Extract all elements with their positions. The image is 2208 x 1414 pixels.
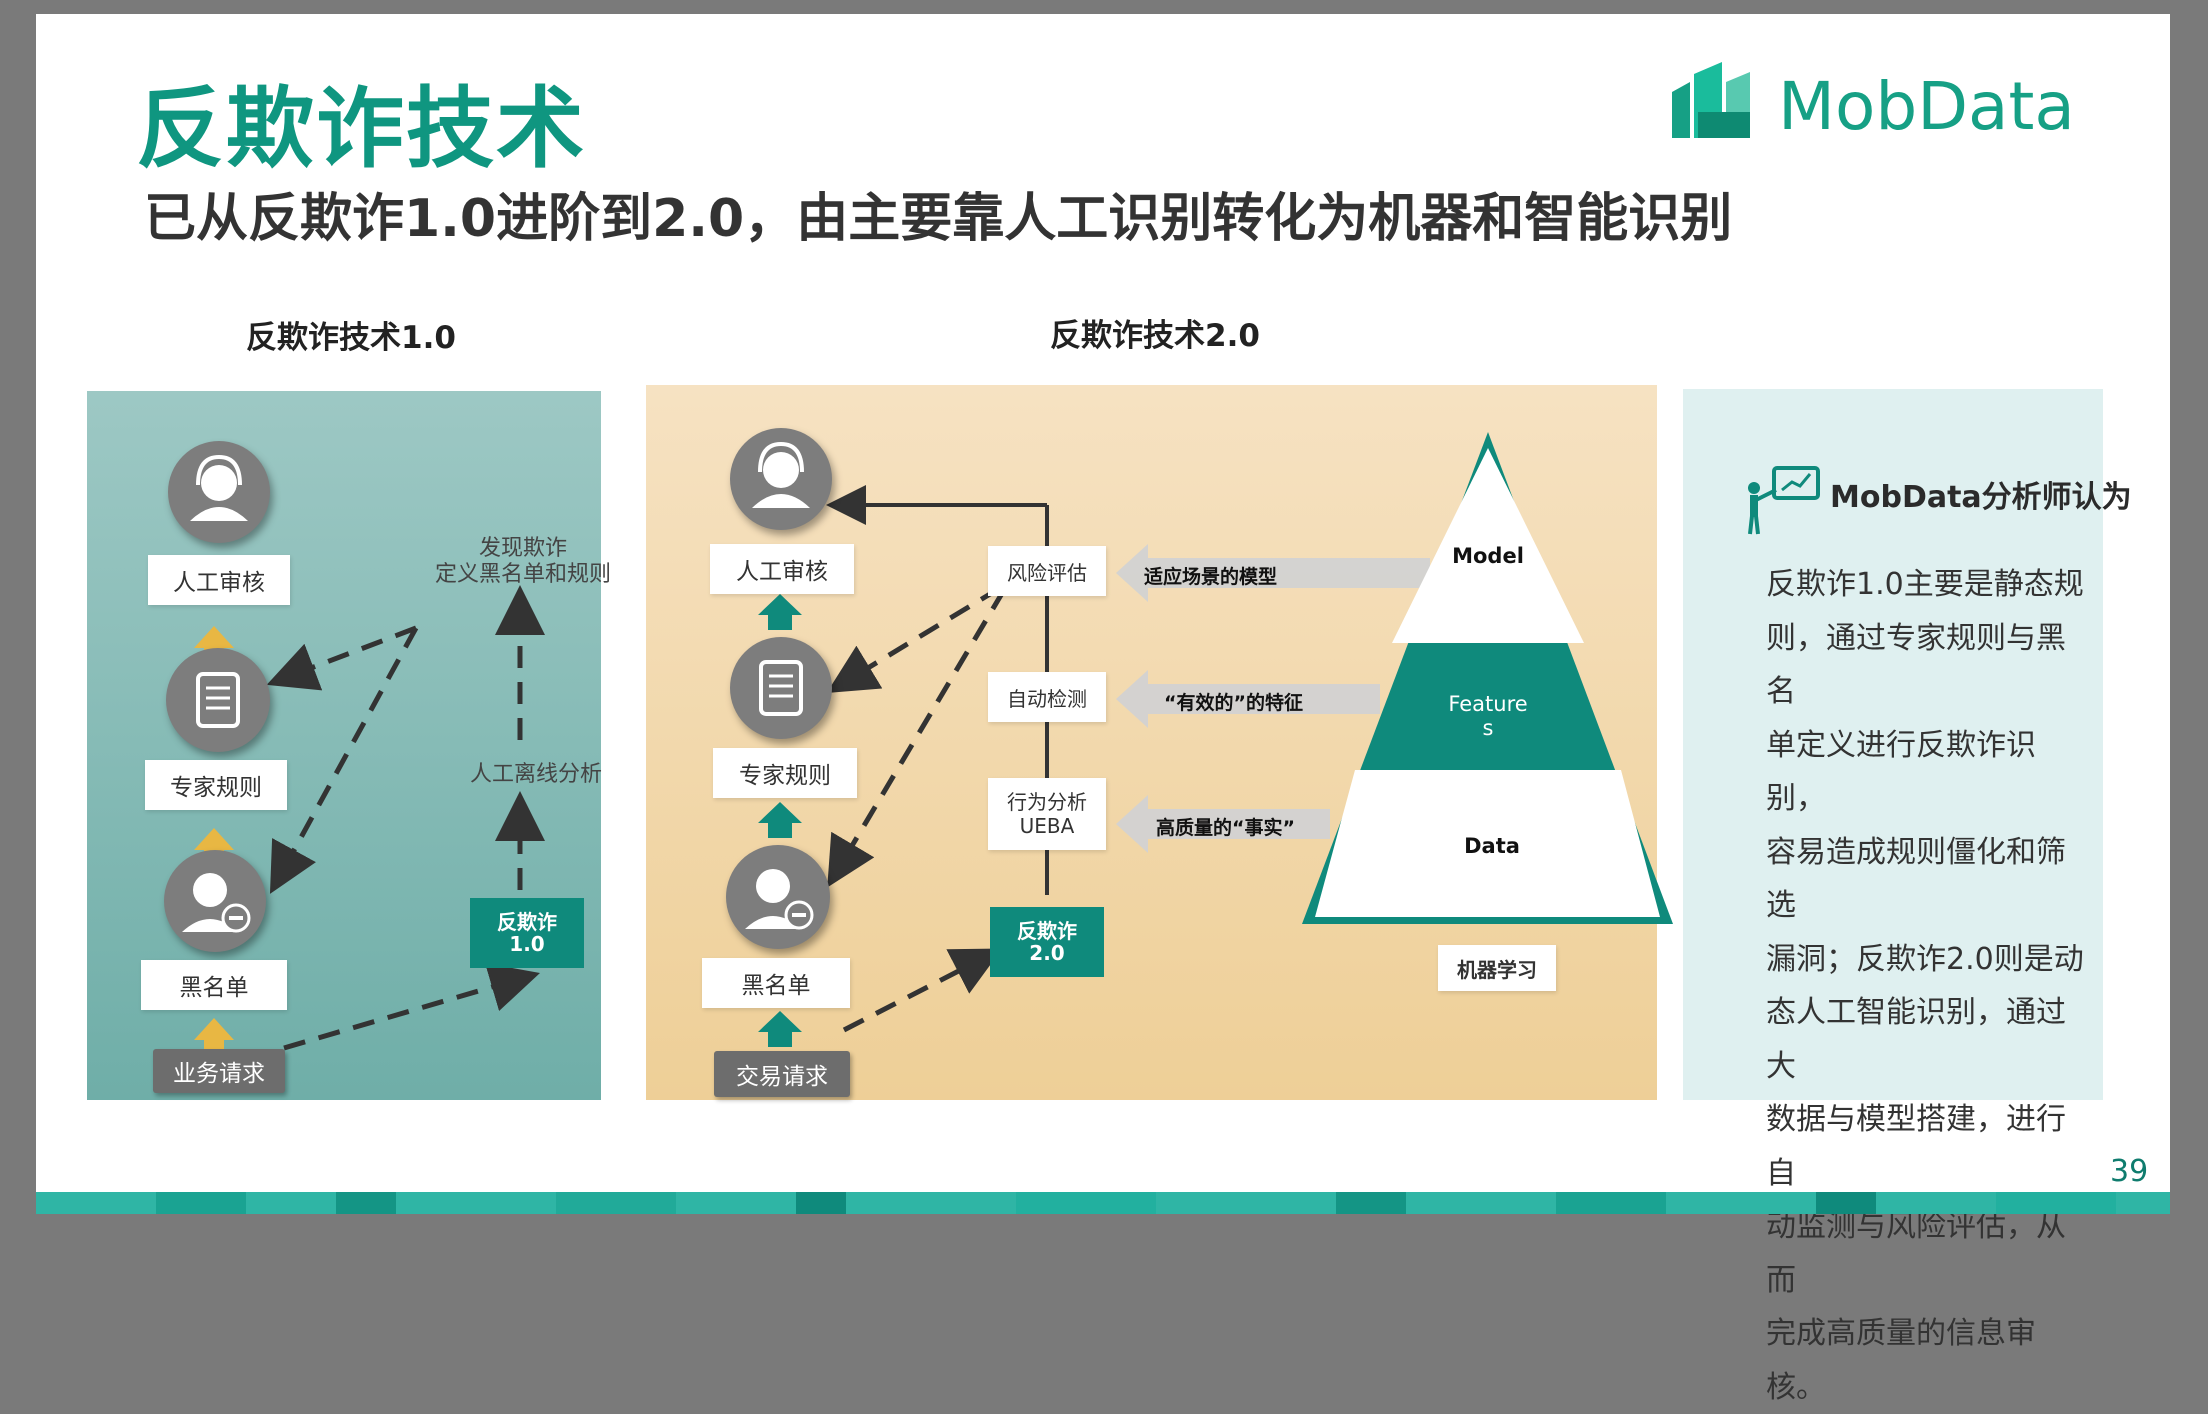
note-discover: 发现欺诈 定义黑名单和规则 <box>418 536 628 588</box>
page-number: 39 <box>2110 1154 2149 1189</box>
business-request-button: 业务请求 <box>153 1049 285 1093</box>
mobdata-logo: MobData <box>1672 52 2075 152</box>
node-blacklist-label-2: 黑名单 <box>702 958 850 1008</box>
stage-behavior-line2: UEBA <box>1019 814 1075 838</box>
document-rules-icon <box>730 637 832 739</box>
analyst-line: 完成高质量的信息审核。 <box>1766 1316 2036 1405</box>
analyst-line: 漏洞；反欺诈2.0则是动 <box>1766 941 2084 977</box>
tag2-line1: 反欺诈 <box>1017 919 1077 943</box>
user-blocked-icon <box>164 850 266 952</box>
analyst-title: MobData分析师认为 <box>1830 480 2132 515</box>
user-blocked-icon <box>726 845 830 949</box>
node-review-label-2: 人工审核 <box>710 544 854 594</box>
review-icon <box>168 441 270 543</box>
tag1-line1: 反欺诈 <box>497 910 557 934</box>
analyst-line: 则，通过专家规则与黑名 <box>1766 620 2066 710</box>
note-offline: 人工离线分析 <box>469 762 602 787</box>
node-rules-label-2: 专家规则 <box>713 748 857 798</box>
arrow-label-model: 适应场景的模型 <box>1144 566 1278 588</box>
section1-title: 反欺诈技术1.0 <box>246 320 456 356</box>
tag-antifraud-2: 反欺诈 2.0 <box>990 907 1104 977</box>
stage-behavior-line1: 行为分析 <box>1007 790 1087 814</box>
pyramid-caption: 机器学习 <box>1438 945 1556 991</box>
analyst-text: 反欺诈1.0主要是静态规 则，通过专家规则与黑名 单定义进行反欺诈识别， 容易造… <box>1766 558 2086 1414</box>
tag2-line2: 2.0 <box>1029 941 1065 965</box>
pyramid-features-label: Feature s <box>1428 692 1548 740</box>
analyst-line: 单定义进行反欺诈识别， <box>1766 727 2036 817</box>
panel2-graphics <box>758 432 1673 1047</box>
analyst-line: 容易造成规则僵化和筛选 <box>1766 834 2066 924</box>
building-bars-icon <box>1672 62 1750 138</box>
analyst-line: 动监测与风险评估，从而 <box>1766 1209 2066 1298</box>
document-rules-icon <box>166 648 270 752</box>
presenter-chart-icon <box>1748 466 1820 535</box>
logo-text: MobData <box>1778 68 2075 145</box>
review-icon <box>730 428 832 530</box>
pyramid-data-label: Data <box>1464 834 1520 858</box>
arrow-label-facts: 高质量的“事实” <box>1156 817 1295 839</box>
stage-auto: 自动检测 <box>988 672 1106 722</box>
note-discover-line2: 定义黑名单和规则 <box>434 562 611 587</box>
ml-pyramid <box>1302 432 1673 924</box>
up-arrow-teal <box>758 594 802 1047</box>
page-title: 反欺诈技术 <box>136 77 587 180</box>
note-discover-line1: 发现欺诈 <box>478 536 567 561</box>
tag-antifraud-1: 反欺诈 1.0 <box>470 898 584 968</box>
analyst-line: 数据与模型搭建，进行自 <box>1766 1102 2066 1191</box>
section2-title: 反欺诈技术2.0 <box>1050 318 1260 354</box>
page-subtitle: 已从反欺诈1.0进阶到2.0，由主要靠人工识别转化为机器和智能识别 <box>144 189 1733 249</box>
stage-behavior: 行为分析 UEBA <box>988 778 1106 850</box>
footer-color-bar <box>36 1192 2170 1214</box>
pyramid-features-line1: Feature <box>1448 692 1528 716</box>
transaction-request-button: 交易请求 <box>714 1051 850 1097</box>
arrow-label-features: “有效的”的特征 <box>1164 692 1303 714</box>
node-review-label: 人工审核 <box>148 555 290 605</box>
node-blacklist-label: 黑名单 <box>141 960 287 1010</box>
analyst-line: 反欺诈1.0主要是静态规 <box>1766 567 2084 602</box>
analyst-line: 态人工智能识别，通过大 <box>1766 995 2066 1084</box>
tag1-line2: 1.0 <box>509 932 545 956</box>
pyramid-features-line2: s <box>1482 716 1494 740</box>
stage-risk: 风险评估 <box>988 546 1106 596</box>
node-rules-label: 专家规则 <box>145 760 287 810</box>
pyramid-model-label: Model <box>1452 544 1524 568</box>
